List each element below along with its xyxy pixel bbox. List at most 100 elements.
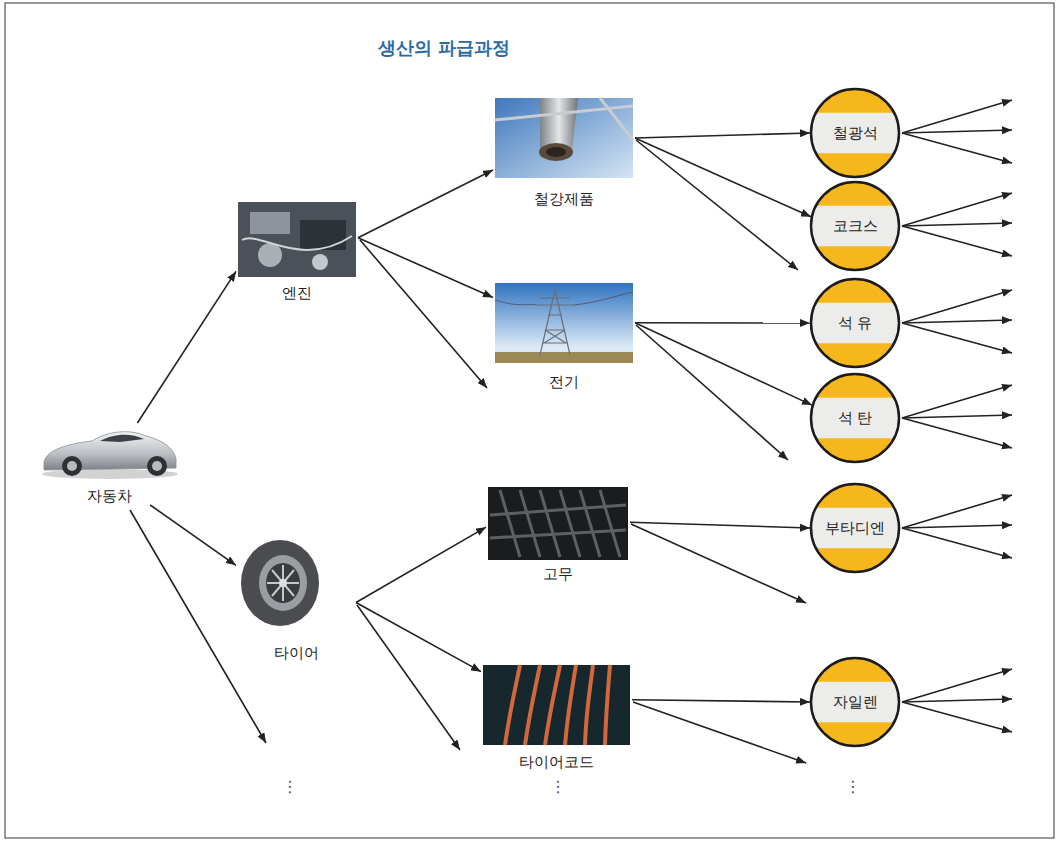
power-photo — [495, 283, 633, 363]
open-arrow — [633, 702, 806, 763]
open-arrows — [130, 100, 1012, 763]
material-circle: 철광석 — [809, 87, 901, 179]
continuation-mark: ⋮ — [550, 778, 566, 796]
power-pylon — [536, 290, 574, 355]
continuation-mark: ⋮ — [845, 778, 861, 796]
open-arrow — [636, 140, 798, 270]
open-arrow — [902, 130, 1012, 133]
flow-arrow — [635, 133, 810, 138]
car-hub — [152, 461, 162, 471]
steel-beam — [495, 98, 633, 140]
flow-arrow — [635, 322, 810, 324]
engine-part — [258, 243, 282, 267]
material-circle: 코크스 — [809, 180, 901, 272]
power-ground — [495, 352, 633, 363]
open-arrow — [902, 323, 1012, 353]
open-arrow — [902, 702, 1012, 732]
open-arrow — [902, 418, 1012, 448]
flow-arrow — [635, 138, 811, 217]
open-arrow — [357, 605, 460, 750]
flow-arrow — [358, 170, 493, 238]
cord-strands — [505, 665, 610, 745]
steel-photo — [495, 98, 633, 178]
circle-outline — [811, 484, 899, 572]
open-arrow — [360, 240, 487, 388]
car-hub — [67, 461, 77, 471]
circle-band — [809, 206, 901, 246]
open-arrow — [902, 385, 1012, 418]
material-name: 석 유 — [838, 314, 873, 332]
car-wheel — [147, 456, 167, 476]
open-arrow — [902, 528, 1012, 558]
picture-caption: 자동차 — [87, 487, 132, 505]
steel-pipe-hole — [546, 147, 566, 157]
open-arrow — [902, 669, 1012, 702]
power-wire — [495, 292, 633, 305]
continuation-mark: ⋮ — [282, 778, 298, 796]
circle-outline — [811, 182, 899, 270]
tire-rim — [259, 555, 307, 611]
circle-band — [809, 398, 901, 438]
page-frame — [5, 3, 1054, 838]
tire-hub — [279, 579, 287, 587]
picture-node: 고무 — [486, 485, 630, 583]
open-arrow — [130, 510, 266, 743]
engine-part — [312, 254, 328, 270]
engine-photo — [238, 202, 356, 277]
car-window — [100, 435, 144, 442]
open-arrow — [636, 325, 788, 460]
open-arrow — [631, 524, 806, 603]
picture-caption: 전기 — [549, 373, 579, 391]
open-arrow — [902, 320, 1012, 323]
material-name: 자일렌 — [833, 693, 878, 711]
circle-outline — [811, 374, 899, 462]
flow-arrow — [356, 527, 486, 602]
picture-caption: 타이어코드 — [519, 753, 594, 771]
circle-band — [809, 303, 901, 343]
flow-arrow — [137, 271, 236, 423]
open-arrow — [902, 525, 1012, 528]
picture-node: 타이어 — [236, 538, 356, 662]
open-arrow — [902, 133, 1012, 163]
flow-arrow — [356, 602, 481, 671]
flow-arrow — [632, 700, 810, 702]
flow-arrow — [635, 323, 812, 405]
rubber-tread — [490, 490, 626, 557]
open-arrow — [902, 699, 1012, 702]
circle-outline — [811, 89, 899, 177]
picture-caption: 엔진 — [282, 284, 312, 302]
material-name: 철광석 — [833, 124, 878, 142]
open-arrow — [902, 495, 1012, 528]
tire-spokes — [267, 565, 299, 601]
circle-band — [809, 508, 901, 548]
material-circle: 석 유 — [809, 277, 901, 369]
car-wheel — [62, 456, 82, 476]
engine-part — [250, 212, 290, 234]
tire-rubber — [241, 540, 319, 626]
material-circle: 자일렌 — [809, 656, 901, 748]
engine-part — [300, 220, 346, 250]
tire-rim-inner — [266, 563, 300, 603]
picture-caption: 철강제품 — [534, 190, 594, 208]
flow-arrow — [630, 522, 810, 528]
steel-pipe — [540, 98, 578, 150]
picture-caption: 타이어 — [274, 644, 319, 662]
open-arrow — [902, 223, 1012, 226]
steel-pipe-end — [539, 143, 573, 161]
circle-outline — [811, 279, 899, 367]
open-arrow — [902, 415, 1012, 418]
picture-node: 자동차 — [38, 423, 180, 505]
circle-band — [809, 682, 901, 722]
material-circle: 부타디엔 — [809, 482, 901, 574]
material-name: 석 탄 — [838, 409, 873, 427]
circle-band — [809, 113, 901, 153]
picture-node: 전기 — [493, 281, 635, 391]
cord-photo — [483, 665, 630, 745]
material-name: 코크스 — [833, 217, 878, 235]
open-arrow — [902, 193, 1012, 226]
open-arrow — [902, 100, 1012, 133]
flow-arrow — [150, 505, 236, 565]
material-name: 부타디엔 — [825, 519, 885, 537]
